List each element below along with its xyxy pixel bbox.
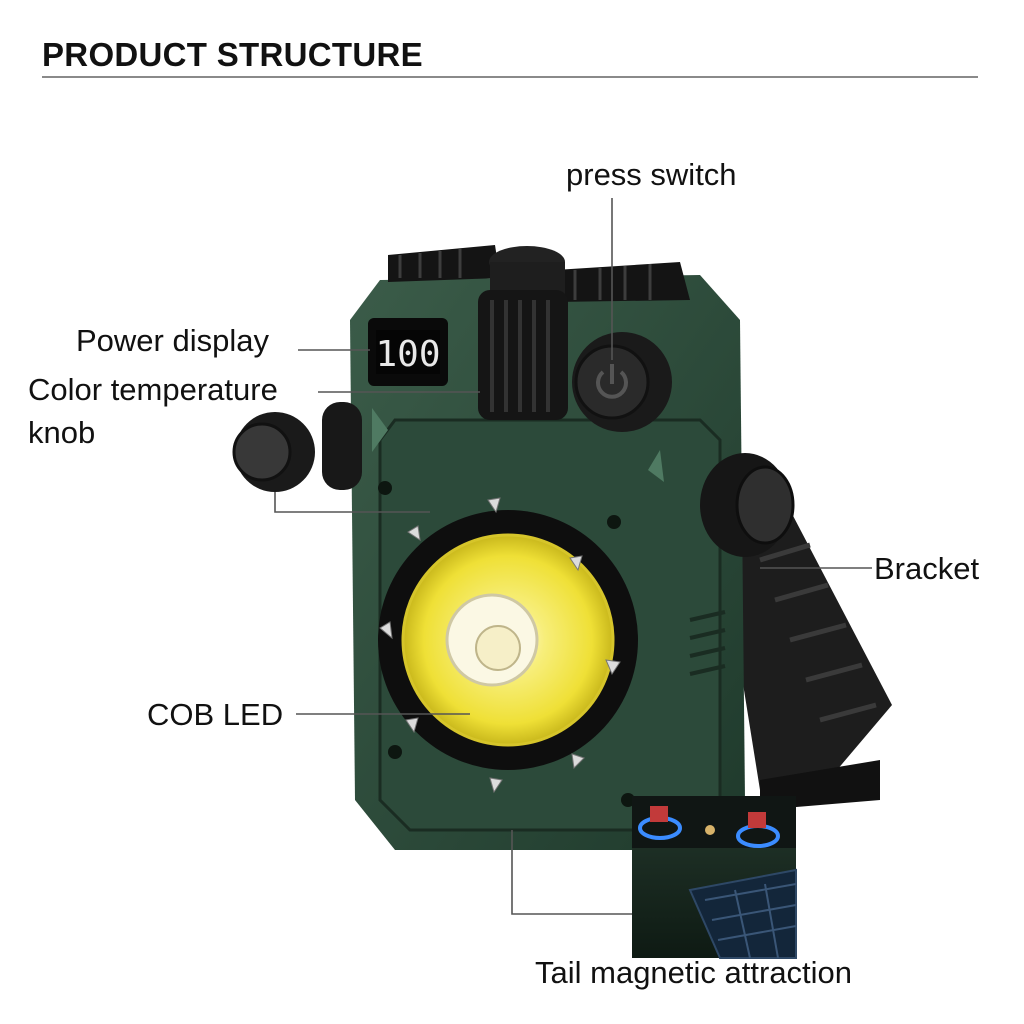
label-color-temperature-knob-line1: Color temperature [28,372,278,407]
title-rule [42,76,978,78]
label-tail-magnetic-attraction: Tail magnetic attraction [535,955,853,990]
label-press-switch: press switch [566,157,737,192]
cob-led [378,497,638,794]
side-knob [322,402,362,490]
power-display [368,318,448,386]
top-cylinder [478,246,568,420]
bracket-pivot-knob[interactable] [700,453,795,557]
top-rail [388,245,690,302]
page-title: PRODUCT STRUCTURE [42,36,423,73]
label-power-display: Power display [76,323,269,358]
press-switch-button[interactable] [572,332,672,432]
label-cob-led: COB LED [147,697,284,732]
tail-magnetic-inset [632,796,797,959]
color-temperature-knob[interactable] [232,412,315,492]
leader-lines [274,198,872,915]
label-color-temperature-knob-line2: knob [28,415,96,450]
label-bracket: Bracket [874,551,980,586]
display-readout: 100 [375,334,440,375]
